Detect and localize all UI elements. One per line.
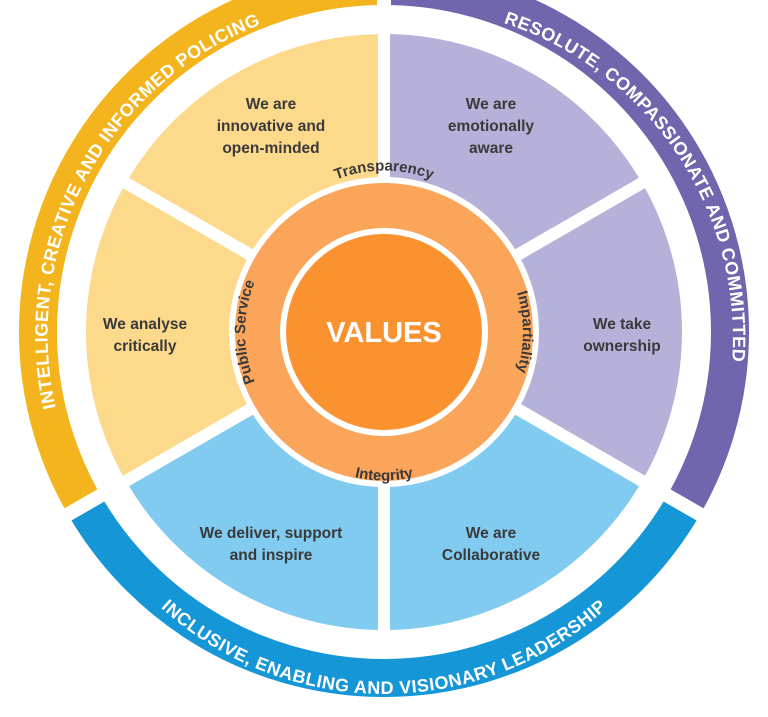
value-integrity: Integrity <box>354 464 415 484</box>
segment-label-line: We deliver, support <box>200 525 343 542</box>
segment-label-line: aware <box>469 140 513 157</box>
segment-label-line: We analyse <box>103 316 188 333</box>
segment-label-line: Collaborative <box>442 547 541 564</box>
segment-label-line: We are <box>466 96 517 113</box>
segment-emotionally-aware-label: We are emotionally aware <box>448 96 535 157</box>
value-impartiality: Impartiality <box>513 289 536 376</box>
outer-ring-intelligent <box>5 0 391 528</box>
segment-label-line: and inspire <box>230 547 313 564</box>
center-values-circle <box>280 228 488 436</box>
segment-ownership-label: We take ownership <box>583 316 661 355</box>
outer-ring <box>5 0 763 711</box>
outer-ring-inclusive <box>52 482 716 711</box>
segment-label-line: open-minded <box>222 140 319 157</box>
segment-label-line: emotionally <box>448 118 535 135</box>
segment-label-line: We are <box>466 525 517 542</box>
segment-label-line: critically <box>114 338 177 355</box>
segment-label-line: We take <box>593 316 652 333</box>
segment-deliver-support-inspire-label: We deliver, support and inspire <box>200 525 343 564</box>
segment-label-line: We are <box>246 96 297 113</box>
segment-label-line: innovative and <box>217 118 326 135</box>
center-values-label: VALUES <box>326 317 441 349</box>
segment-innovative-label: We are innovative and open-minded <box>217 96 326 157</box>
segment-label-line: ownership <box>583 338 661 355</box>
segment-analyse-critically-label: We analyse critically <box>103 316 188 355</box>
